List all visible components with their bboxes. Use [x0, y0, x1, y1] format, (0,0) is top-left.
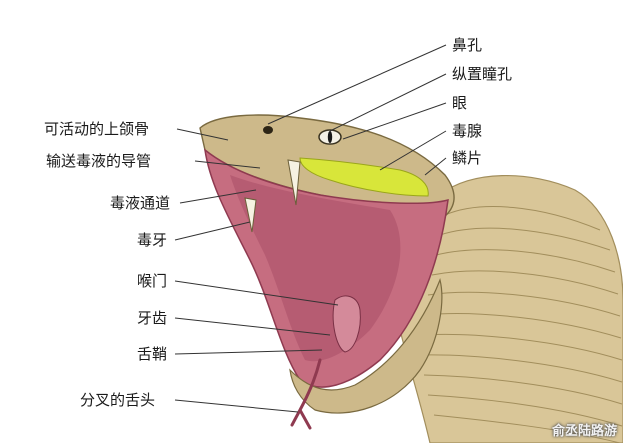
- tongue-shape: [290, 358, 322, 430]
- leader-lines-left: [174, 128, 339, 413]
- glottis-shape: [332, 295, 361, 353]
- label-teeth: 牙齿: [137, 309, 168, 327]
- label-maxilla: 可活动的上颌骨: [44, 120, 150, 138]
- leader-lines-right: [267, 44, 447, 176]
- pupil-shape: [327, 131, 333, 143]
- label-eye: 眼: [452, 94, 468, 112]
- nostril-shape: [263, 126, 273, 134]
- label-venom-gland: 毒腺: [452, 122, 483, 140]
- label-vertical-pupil: 纵置瞳孔: [452, 65, 513, 83]
- label-nostril: 鼻孔: [452, 36, 483, 54]
- fang-shape-2: [244, 197, 257, 233]
- lower-jaw: [289, 278, 443, 414]
- label-venom-duct: 输送毒液的导管: [46, 152, 152, 170]
- label-venom-channel: 毒液通道: [110, 194, 171, 212]
- label-forked-tongue: 分叉的舌头: [80, 391, 156, 409]
- label-scales: 鳞片: [452, 149, 483, 167]
- label-glottis: 喉门: [137, 272, 168, 290]
- venom-gland-shape: [299, 157, 429, 197]
- label-fang: 毒牙: [137, 231, 168, 249]
- watermark: 俞丞陆路游: [551, 424, 617, 439]
- label-tongue-sheath: 舌鞘: [137, 345, 168, 363]
- neck-scale-lines: [421, 206, 623, 443]
- fang-shape: [287, 159, 301, 206]
